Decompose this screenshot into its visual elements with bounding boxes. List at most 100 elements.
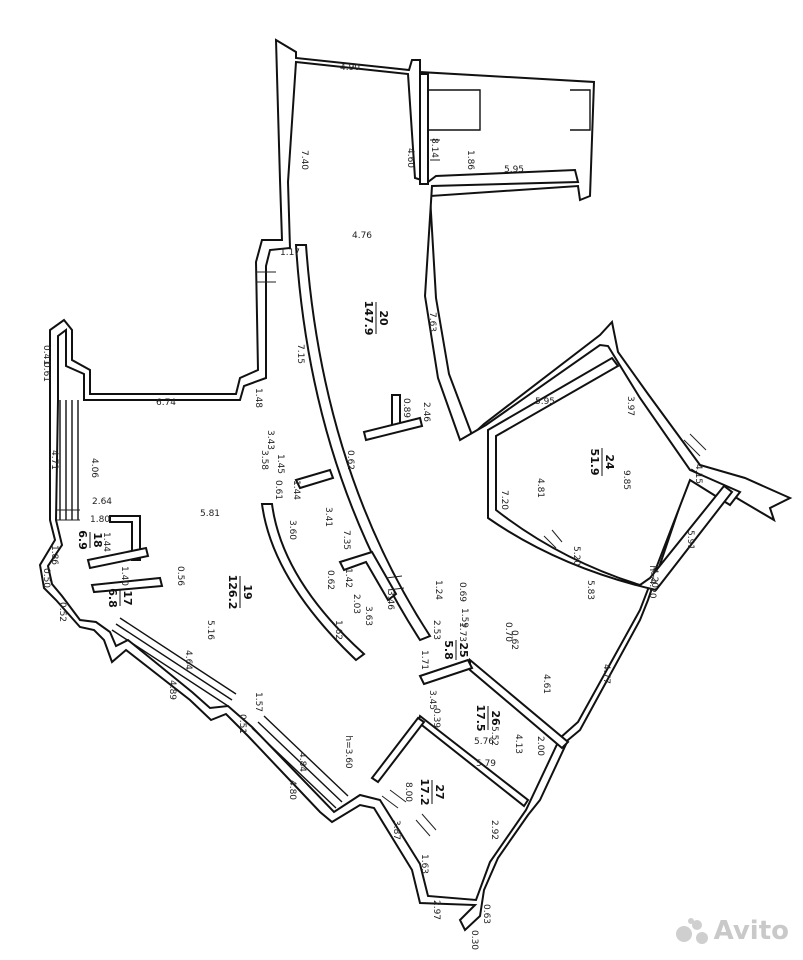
room-25-number: 25 <box>457 642 470 657</box>
dimension-label: 0.61 <box>273 480 283 500</box>
dimension-label: 3.41 <box>323 507 333 527</box>
dimension-label: 5.16 <box>205 620 215 640</box>
dimension-label: 3.63 <box>363 606 373 626</box>
outer-walls <box>38 38 793 932</box>
dimension-label: 5.20 <box>571 546 581 566</box>
dimension-label: 5.95 <box>504 165 524 175</box>
dimension-label: 0.41 <box>41 345 51 365</box>
dimension-label: 4.84 <box>297 752 307 772</box>
dimension-label: 4.90 <box>340 63 360 73</box>
dimension-label: 5.76 <box>474 737 494 747</box>
dimension-label: 4.89 <box>167 680 177 700</box>
dimension-label: 2.46 <box>421 402 431 422</box>
dimension-label: 1.73 <box>457 622 467 642</box>
room-20-area: 147.9 <box>362 301 375 336</box>
height-note-room-24: h=4.20 <box>647 565 657 599</box>
dimension-label: 0.69 <box>457 582 467 602</box>
dimension-label: 1.48 <box>253 388 263 408</box>
room-labels: 20 147.9 19 126.2 24 51.9 25 5.8 26 17.5… <box>76 301 616 806</box>
opening-ticks <box>56 139 707 837</box>
dimension-label: 2.53 <box>431 620 441 640</box>
dimension-label: 3.87 <box>391 820 401 840</box>
dimension-label: 4.77 <box>601 664 611 684</box>
dimension-label: 2.97 <box>431 900 441 920</box>
dimension-label: 4.20 <box>649 568 659 588</box>
dimension-label: 0.62 <box>509 630 519 650</box>
dimension-label: 1.17 <box>280 248 300 258</box>
dimension-label: 0.61 <box>41 362 51 382</box>
dimension-label: 4.76 <box>352 231 372 241</box>
dimension-label: 8.14 <box>429 138 439 158</box>
dimension-label: 1.63 <box>419 854 429 874</box>
dimension-label: 7.20 <box>499 490 509 510</box>
dimension-label: 0.63 <box>481 904 491 924</box>
dimension-label: 4.80 <box>287 780 297 800</box>
dimension-label: 1.44 <box>291 480 301 500</box>
dimension-label: 3.43 <box>265 430 275 450</box>
dimension-label: 0.30 <box>469 930 479 950</box>
avito-logo-icon <box>675 918 710 944</box>
dimension-label: 5.91 <box>685 530 695 550</box>
dimension-label: 0.39 <box>431 708 441 728</box>
avito-watermark-text: Avito <box>713 916 789 946</box>
dimension-label: 5.95 <box>535 397 555 407</box>
dimension-label: 0.62 <box>345 450 355 470</box>
corridor-lines <box>59 400 349 809</box>
dimension-label: 3.46 <box>385 590 395 610</box>
dimension-label: 1.45 <box>275 454 285 474</box>
dimension-label: 4.06 <box>89 458 99 478</box>
dimension-label: 2.64 <box>92 497 112 507</box>
room-18-area: 6.9 <box>76 530 89 550</box>
room-25-area: 5.8 <box>442 640 455 660</box>
dimension-label: 4.61 <box>541 674 551 694</box>
room-19-area: 126.2 <box>226 575 239 610</box>
dimension-label: 0.50 <box>41 568 51 588</box>
dimension-label: 0.52 <box>57 602 67 622</box>
dimension-label: 5.52 <box>489 726 499 746</box>
dimension-label: 1.71 <box>419 650 429 670</box>
room-27-number: 27 <box>433 784 446 799</box>
dimension-label: 3.97 <box>625 396 635 416</box>
room-24-area: 51.9 <box>588 448 601 475</box>
dimension-label: 0.56 <box>175 566 185 586</box>
dimension-label: 0.89 <box>401 398 411 418</box>
room-26-area: 17.5 <box>474 704 487 731</box>
dimension-label: 5.79 <box>476 759 496 769</box>
dimension-label: 3.60 <box>287 520 297 540</box>
room-19-number: 19 <box>241 584 254 599</box>
dimension-label: 4.60 <box>405 148 415 168</box>
dimension-label: 7.63 <box>427 312 437 332</box>
dimension-label: 1.80 <box>90 515 110 525</box>
dimension-label: 2.00 <box>535 736 545 756</box>
dimension-label: 1.59 <box>459 608 469 628</box>
dimension-label: 4.71 <box>49 450 59 470</box>
room-27-area: 17.2 <box>418 778 431 805</box>
dimension-label: 0.70 <box>503 622 513 642</box>
dimension-label: 0.51 <box>237 714 247 734</box>
dimension-label: 6.74 <box>156 398 176 408</box>
dimension-label: 7.35 <box>341 530 351 550</box>
dimension-label: 2.03 <box>351 594 361 614</box>
dimension-label: 5.83 <box>585 580 595 600</box>
dimension-label: 4.15 <box>693 464 703 484</box>
room-18-number: 18 <box>91 532 104 547</box>
dimension-label: 4.81 <box>535 478 545 498</box>
dimension-label: 3.58 <box>259 450 269 470</box>
dimension-label: 3.45 <box>427 690 437 710</box>
dimension-label: 2.92 <box>489 820 499 840</box>
dimension-label: 1.86 <box>49 545 59 565</box>
dimension-label: 0.62 <box>325 570 335 590</box>
room-20-number: 20 <box>377 310 390 326</box>
dimension-label: 1.57 <box>253 692 263 712</box>
dimension-label: 4.64 <box>183 650 193 670</box>
dimension-label: 1.44 <box>101 532 111 552</box>
dimension-label: 1.62 <box>333 620 343 640</box>
dimension-label: 7.15 <box>295 344 305 364</box>
room-17-number: 17 <box>121 590 134 605</box>
interior-walls <box>86 73 734 808</box>
dimension-label: 1.86 <box>465 150 475 170</box>
dimension-label: 1.40 <box>119 566 129 586</box>
dimension-label: 9.85 <box>621 470 631 490</box>
